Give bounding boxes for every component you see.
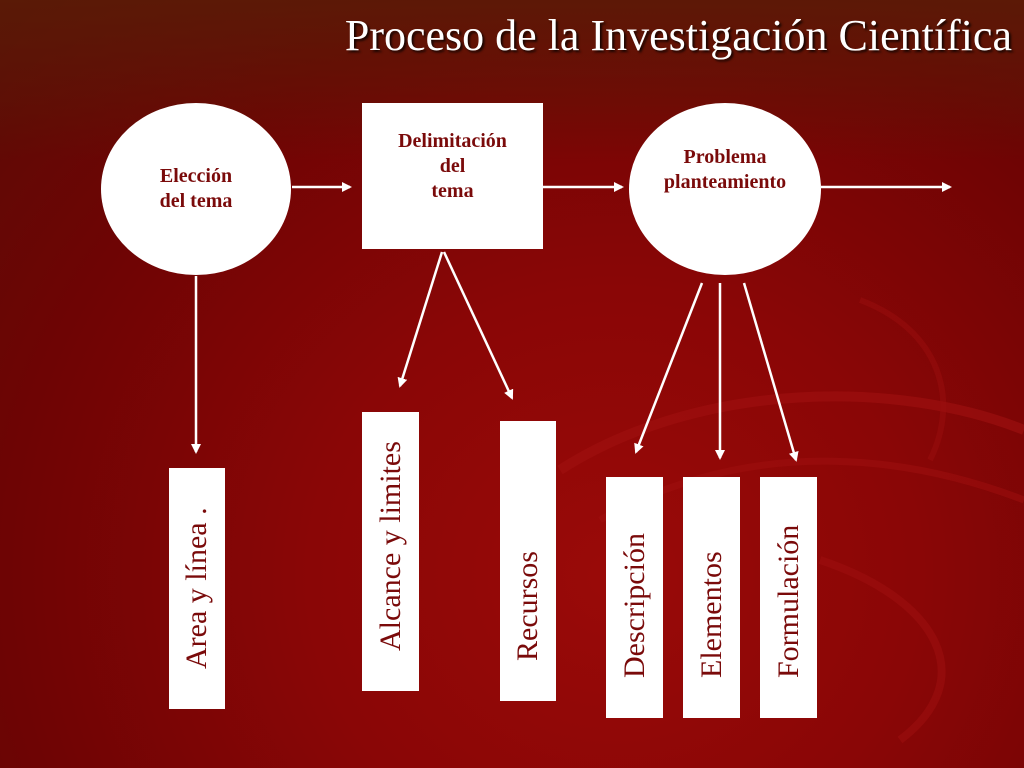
node-delimitacion-del-tema: Delimitación del tema xyxy=(362,103,543,249)
arrow-problema-to-formulacion xyxy=(742,282,799,462)
box-formulacion: Formulación xyxy=(760,477,817,718)
box-alcance-label: Alcance y limites xyxy=(373,441,407,651)
box-alcance-y-limites: Alcance y limites xyxy=(362,412,419,691)
slide-title: Proceso de la Investigación Científica xyxy=(344,11,1012,60)
node-eleccion-del-tema: Elección del tema xyxy=(101,103,291,275)
box-area-y-linea: Area y línea . xyxy=(169,468,225,709)
box-descripcion-label: Descripción xyxy=(617,533,651,678)
arrow-problema-to-descripcion xyxy=(634,282,704,454)
box-recursos-label: Recursos xyxy=(511,551,544,661)
box-elementos: Elementos xyxy=(683,477,740,718)
box-recursos: Recursos xyxy=(500,421,556,701)
arrow-delimitacion-to-recursos xyxy=(442,251,514,400)
box-descripcion: Descripción xyxy=(606,477,663,718)
box-area-label: Area y línea . xyxy=(180,507,213,669)
box-elementos-label: Elementos xyxy=(694,551,728,678)
arrow-delimitacion-to-alcance xyxy=(397,251,444,388)
node-problema-planteamiento: Problema planteamiento xyxy=(629,103,821,275)
box-formulacion-label: Formulación xyxy=(771,524,805,678)
